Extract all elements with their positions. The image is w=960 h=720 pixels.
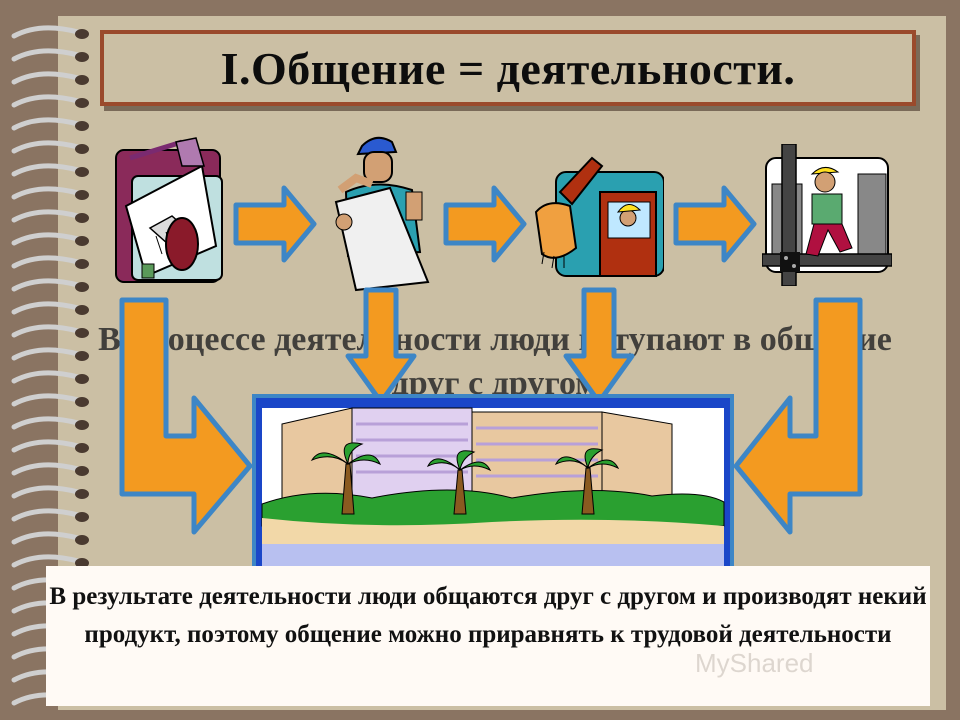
binding-ring bbox=[11, 324, 81, 338]
binding-ring bbox=[11, 140, 81, 154]
construction-worker-icon bbox=[762, 144, 892, 286]
binding-ring bbox=[11, 71, 81, 85]
drafting-plan-icon bbox=[115, 137, 223, 283]
binding-ring bbox=[11, 462, 81, 476]
binding-hole bbox=[75, 420, 89, 430]
excavator-icon bbox=[534, 156, 664, 277]
binding-ring bbox=[11, 393, 81, 407]
binding-hole bbox=[75, 305, 89, 315]
binding-ring bbox=[11, 94, 81, 108]
binding-hole bbox=[75, 328, 89, 338]
process-caption: В процессе деятельности люди вступают в … bbox=[98, 321, 892, 402]
binding-hole bbox=[75, 351, 89, 361]
result-box: В результате деятельности люди общаются … bbox=[46, 566, 930, 706]
binding-hole bbox=[75, 121, 89, 131]
arrow-bend-left bbox=[119, 297, 253, 535]
binding-ring bbox=[11, 347, 81, 361]
binding-hole bbox=[75, 374, 89, 384]
foreman-blueprint-icon bbox=[334, 136, 430, 292]
binding-hole bbox=[75, 259, 89, 269]
binding-ring bbox=[11, 25, 81, 39]
binding-hole bbox=[75, 236, 89, 246]
binding-hole bbox=[75, 535, 89, 545]
binding-hole bbox=[75, 282, 89, 292]
binding-hole bbox=[75, 443, 89, 453]
arrow-right-1 bbox=[233, 185, 317, 263]
binding-ring bbox=[11, 531, 81, 545]
binding-ring bbox=[11, 554, 81, 568]
page-title: I.Общение = деятельности. bbox=[220, 43, 796, 94]
binding-hole bbox=[75, 144, 89, 154]
binding-ring bbox=[11, 439, 81, 453]
binding-ring bbox=[11, 209, 81, 223]
binding-ring bbox=[11, 163, 81, 177]
arrow-down-1 bbox=[345, 287, 417, 405]
binding-hole bbox=[75, 167, 89, 177]
binding-hole bbox=[75, 29, 89, 39]
binding-ring bbox=[11, 186, 81, 200]
binding-ring bbox=[11, 485, 81, 499]
binding-hole bbox=[75, 52, 89, 62]
binding-ring bbox=[11, 301, 81, 315]
binding-ring bbox=[11, 416, 81, 430]
binding-hole bbox=[75, 489, 89, 499]
arrow-right-2 bbox=[443, 185, 527, 263]
binding-hole bbox=[75, 213, 89, 223]
binding-ring bbox=[11, 48, 81, 62]
binding-ring bbox=[11, 255, 81, 269]
watermark: MyShared bbox=[695, 648, 814, 678]
binding-hole bbox=[75, 75, 89, 85]
binding-hole bbox=[75, 397, 89, 407]
binding-ring bbox=[11, 370, 81, 384]
binding-ring bbox=[11, 232, 81, 246]
binding-hole bbox=[75, 558, 89, 568]
binding-ring bbox=[11, 508, 81, 522]
binding-hole bbox=[75, 466, 89, 476]
binding-ring bbox=[11, 278, 81, 292]
title-box: I.Общение = деятельности. bbox=[100, 30, 916, 106]
finished-building-icon bbox=[252, 394, 734, 570]
binding-hole bbox=[75, 190, 89, 200]
binding-hole bbox=[75, 512, 89, 522]
binding-ring bbox=[11, 117, 81, 131]
arrow-right-3 bbox=[673, 185, 757, 263]
arrow-bend-right bbox=[733, 297, 863, 535]
result-caption: В результате деятельности люди общаются … bbox=[49, 583, 927, 648]
arrow-down-2 bbox=[563, 287, 635, 405]
binding-hole bbox=[75, 98, 89, 108]
